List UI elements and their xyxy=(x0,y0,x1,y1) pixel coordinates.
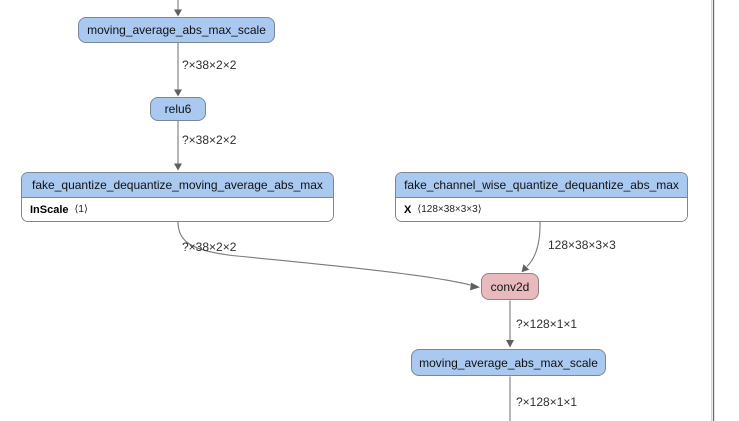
arrowhead xyxy=(174,9,182,17)
node-title-bar: fake_quantize_dequantize_moving_average_… xyxy=(22,173,333,198)
node-label: conv2d xyxy=(490,279,530,294)
attr-value: ⟨128×38×3×3⟩ xyxy=(417,204,482,215)
edge-fake-quant-to-conv2d xyxy=(177,221,471,286)
edge-shape-label: ?×128×1×1 xyxy=(516,317,578,331)
attr-name: X xyxy=(404,203,412,216)
node-label: moving_average_abs_max_scale xyxy=(87,23,266,37)
node-fake-quantize-dequantize-moving-average-abs-max[interactable]: fake_quantize_dequantize_moving_average_… xyxy=(21,172,334,222)
arrowhead xyxy=(521,264,530,273)
node-attr-row: InScale ⟨1⟩ xyxy=(22,198,333,221)
attr-name: InScale xyxy=(30,203,69,216)
node-label: fake_channel_wise_quantize_dequantize_ab… xyxy=(404,178,679,192)
edge-shape-label: ?×128×1×1 xyxy=(516,395,578,409)
node-conv2d[interactable]: conv2d xyxy=(481,273,539,300)
node-relu6[interactable]: relu6 xyxy=(150,97,206,121)
node-fake-channel-wise-quantize-dequantize-abs-max[interactable]: fake_channel_wise_quantize_dequantize_ab… xyxy=(395,172,688,222)
node-moving-average-abs-max-scale-top[interactable]: moving_average_abs_max_scale xyxy=(78,17,275,43)
node-label: moving_average_abs_max_scale xyxy=(419,355,598,370)
node-attr-row: X ⟨128×38×3×3⟩ xyxy=(396,198,687,221)
edge-shape-label: ?×38×2×2 xyxy=(182,58,237,72)
arrowhead xyxy=(506,340,514,348)
edge-shape-label: ?×38×2×2 xyxy=(182,240,237,254)
panel-divider xyxy=(711,0,715,421)
attr-value: ⟨1⟩ xyxy=(74,204,88,215)
edge-shape-label: 128×38×3×3 xyxy=(548,238,616,252)
node-moving-average-abs-max-scale-bottom[interactable]: moving_average_abs_max_scale xyxy=(411,349,606,376)
arrowhead xyxy=(174,163,182,171)
edge-fake-channel-to-conv2d xyxy=(526,220,541,267)
arrowhead xyxy=(174,89,182,97)
edge-shape-label: ?×38×2×2 xyxy=(182,133,237,147)
node-label: relu6 xyxy=(164,102,192,116)
node-title-bar: fake_channel_wise_quantize_dequantize_ab… xyxy=(396,173,687,198)
node-label: fake_quantize_dequantize_moving_average_… xyxy=(32,178,323,192)
arrowhead xyxy=(470,282,480,291)
